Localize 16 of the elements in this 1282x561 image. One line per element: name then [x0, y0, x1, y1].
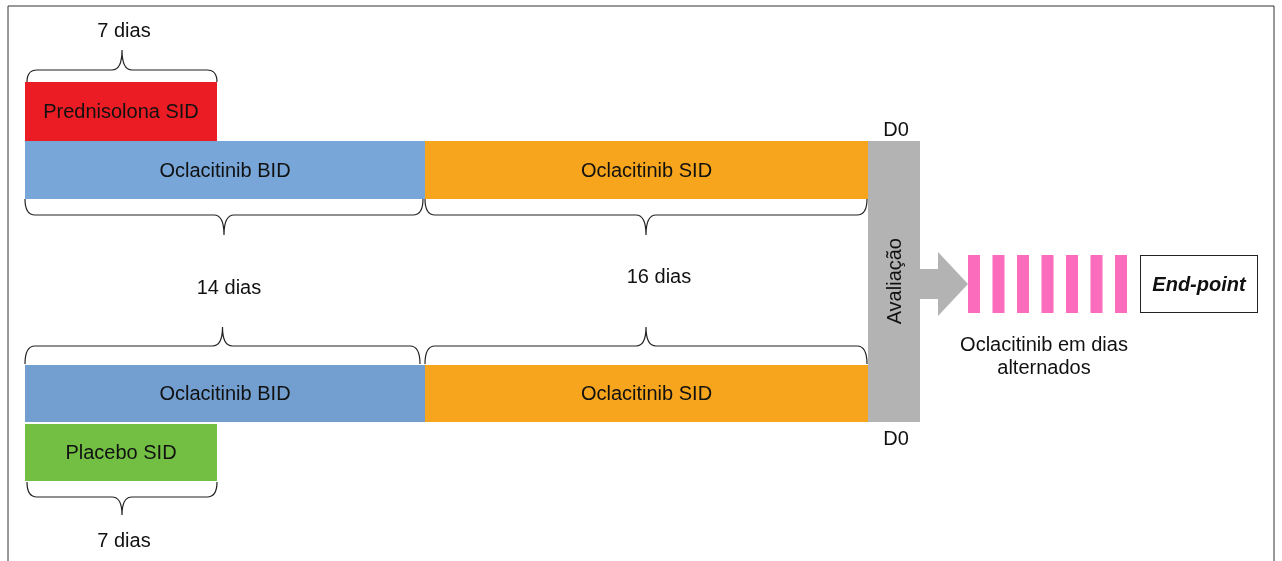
treatment-bar: Oclacitinib BID	[25, 141, 425, 199]
treatment-bar: Oclacitinib BID	[25, 365, 425, 422]
endpoint-box: End-point	[1140, 255, 1258, 313]
day-label: D0	[883, 118, 909, 141]
treatment-bar: Oclacitinib SID	[425, 365, 868, 422]
treatment-bar: Placebo SID	[25, 424, 217, 481]
evaluation-bar: Avaliação	[868, 141, 920, 422]
arrow	[920, 252, 968, 316]
treatment-bar: Prednisolona SID	[25, 82, 217, 141]
treatment-bar: Oclacitinib SID	[425, 141, 868, 199]
duration-label: 14 dias	[196, 276, 262, 299]
duration-label: 7 dias	[97, 529, 151, 552]
bar-caption: Oclacitinib em dias alternados	[959, 333, 1129, 379]
duration-label: 7 dias	[97, 19, 151, 42]
day-label: D0	[883, 427, 909, 450]
duration-label: 16 dias	[626, 265, 692, 288]
